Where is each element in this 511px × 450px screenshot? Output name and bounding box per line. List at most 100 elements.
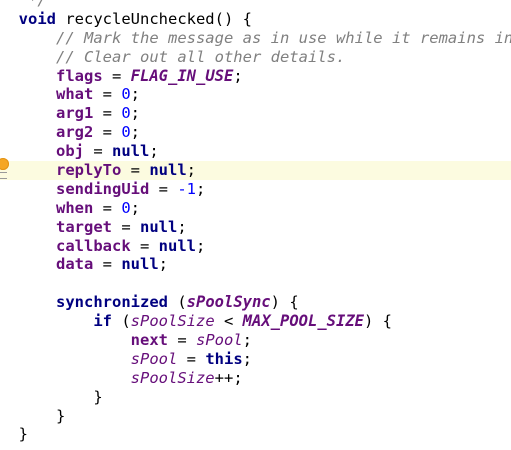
code-token: ;: [149, 142, 159, 161]
code-line[interactable]: sPoolSize++;: [0, 369, 511, 388]
code-token: null: [158, 236, 196, 255]
code-line[interactable]: [0, 274, 511, 293]
code-token: null: [140, 217, 178, 236]
code-line[interactable]: synchronized (sPoolSync) {: [0, 293, 511, 312]
code-line[interactable]: arg2 = 0;: [0, 123, 511, 142]
code-token: ) {: [270, 293, 299, 312]
code-token: <: [214, 312, 243, 331]
code-token: ;: [242, 349, 252, 368]
code-token: =: [84, 142, 112, 161]
code-token: sendingUid: [56, 179, 150, 198]
code-line[interactable]: // Mark the message as in use while it r…: [0, 29, 511, 48]
code-token: null: [149, 161, 187, 180]
code-token: ;: [130, 123, 141, 142]
code-token: target: [56, 217, 112, 236]
code-token: =: [130, 236, 159, 255]
code-token: arg2: [56, 123, 94, 142]
code-token: }: [93, 387, 103, 406]
code-token: =: [93, 255, 122, 274]
code-line[interactable]: when = 0;: [0, 199, 511, 218]
code-line[interactable]: target = null;: [0, 218, 511, 237]
code-token: MAX_POOL_SIZE: [242, 312, 364, 331]
code-token: sPool: [195, 331, 243, 350]
quick-fix-lines-icon[interactable]: [0, 172, 7, 179]
code-token: ;: [130, 104, 141, 123]
code-token: =: [167, 331, 196, 350]
code-token: this: [205, 349, 243, 368]
code-token: sPool: [130, 349, 178, 368]
code-token: FLAG_IN_USE: [130, 66, 234, 85]
code-token: null: [112, 142, 150, 161]
code-token: data: [56, 255, 94, 274]
code-line[interactable]: arg1 = 0;: [0, 104, 511, 123]
code-token: 0: [121, 198, 131, 217]
code-token: what: [56, 85, 94, 104]
code-token: =: [177, 349, 206, 368]
code-token: }: [18, 425, 29, 444]
code-token: ;: [158, 255, 168, 274]
code-token: flags: [56, 66, 103, 85]
code-token: =: [93, 198, 122, 217]
code-token: (: [112, 312, 131, 331]
code-token: */: [28, 0, 47, 9]
code-token: (: [167, 293, 187, 312]
code-token: // Clear out all other details.: [56, 47, 346, 66]
code-token: -1: [177, 179, 196, 198]
code-line[interactable]: obj = null;: [0, 142, 511, 161]
code-line[interactable]: }: [0, 425, 511, 444]
code-line[interactable]: replyTo = null;: [0, 161, 511, 180]
code-line[interactable]: void recycleUnchecked() {: [0, 10, 511, 29]
code-token: sPoolSync: [186, 293, 271, 312]
code-token: 0: [121, 104, 131, 123]
code-line[interactable]: if (sPoolSize < MAX_POOL_SIZE) {: [0, 312, 511, 331]
code-token: ;: [233, 66, 243, 85]
code-token: =: [102, 66, 131, 85]
code-token: // Mark the message as in use while it r…: [56, 28, 511, 47]
code-token: =: [112, 217, 140, 236]
code-token: recycleUnchecked() {: [56, 9, 252, 28]
code-token: when: [56, 198, 94, 217]
code-line[interactable]: what = 0;: [0, 85, 511, 104]
code-token: ;: [242, 331, 252, 350]
code-token: next: [130, 331, 168, 350]
code-line[interactable]: data = null;: [0, 255, 511, 274]
code-token: =: [93, 104, 122, 123]
code-line[interactable]: }: [0, 388, 511, 407]
code-line[interactable]: callback = null;: [0, 237, 511, 256]
code-token: }: [56, 406, 66, 425]
code-token: callback: [56, 236, 131, 255]
code-token: ++;: [214, 368, 243, 387]
line-indent: [0, 331, 131, 349]
intention-bulb-icon[interactable]: [0, 158, 9, 170]
code-token: ) {: [364, 312, 392, 331]
code-token: synchronized: [56, 293, 168, 312]
code-token: ;: [130, 198, 141, 217]
code-token: sPoolSize: [130, 368, 215, 387]
code-token: replyTo: [56, 161, 122, 180]
code-line[interactable]: next = sPool;: [0, 331, 511, 350]
line-indent: [0, 369, 131, 387]
code-token: ;: [177, 217, 187, 236]
code-token: =: [93, 85, 122, 104]
code-line[interactable]: // Clear out all other details.: [0, 48, 511, 67]
code-line[interactable]: sPool = this;: [0, 350, 511, 369]
code-line[interactable]: }: [0, 407, 511, 426]
code-line[interactable]: flags = FLAG_IN_USE;: [0, 67, 511, 86]
editor-gutter: [0, 0, 14, 450]
code-token: null: [121, 255, 159, 274]
code-token: obj: [56, 142, 84, 161]
code-token: ;: [195, 236, 206, 255]
code-line[interactable]: */: [0, 0, 511, 10]
code-token: sPoolSize: [130, 312, 215, 331]
code-token: ;: [196, 179, 206, 198]
code-token: if: [93, 312, 112, 331]
code-token: =: [149, 179, 178, 198]
code-token: ;: [130, 85, 141, 104]
code-line[interactable]: sendingUid = -1;: [0, 180, 511, 199]
code-token: =: [121, 161, 150, 180]
code-token: void: [18, 9, 56, 28]
code-token: 0: [121, 123, 131, 142]
code-token: 0: [121, 85, 131, 104]
